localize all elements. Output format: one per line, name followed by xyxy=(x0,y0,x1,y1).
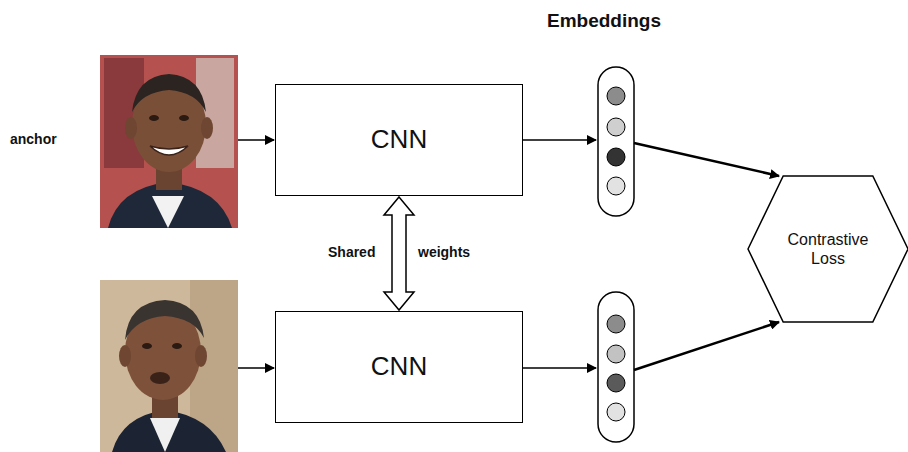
input-label: anchor xyxy=(10,131,57,147)
node-text: CNN xyxy=(371,351,427,382)
hexagon-outline xyxy=(748,176,908,322)
shared-weights-arrow xyxy=(384,197,414,310)
output-arrow xyxy=(523,139,596,141)
cnn-box: CNN xyxy=(275,311,523,423)
input-arrow xyxy=(238,139,274,141)
loss-arrow xyxy=(634,143,779,176)
embedding-vector xyxy=(598,292,634,442)
anchor-photo xyxy=(100,55,238,228)
edge-note: weights xyxy=(418,244,470,260)
node-text: CNN xyxy=(371,124,427,155)
loss-hexagon: Contrastive Loss xyxy=(748,176,908,322)
input-arrow xyxy=(238,367,274,369)
positive-photo xyxy=(100,280,238,452)
output-arrow xyxy=(523,367,596,369)
column-heading: Embeddings xyxy=(547,10,661,32)
edge-note: Shared xyxy=(328,244,375,260)
loss-arrow xyxy=(634,322,779,370)
cnn-box: CNN xyxy=(275,84,523,196)
embedding-vector xyxy=(598,67,634,216)
node-text: Contrastive Loss xyxy=(778,230,878,268)
